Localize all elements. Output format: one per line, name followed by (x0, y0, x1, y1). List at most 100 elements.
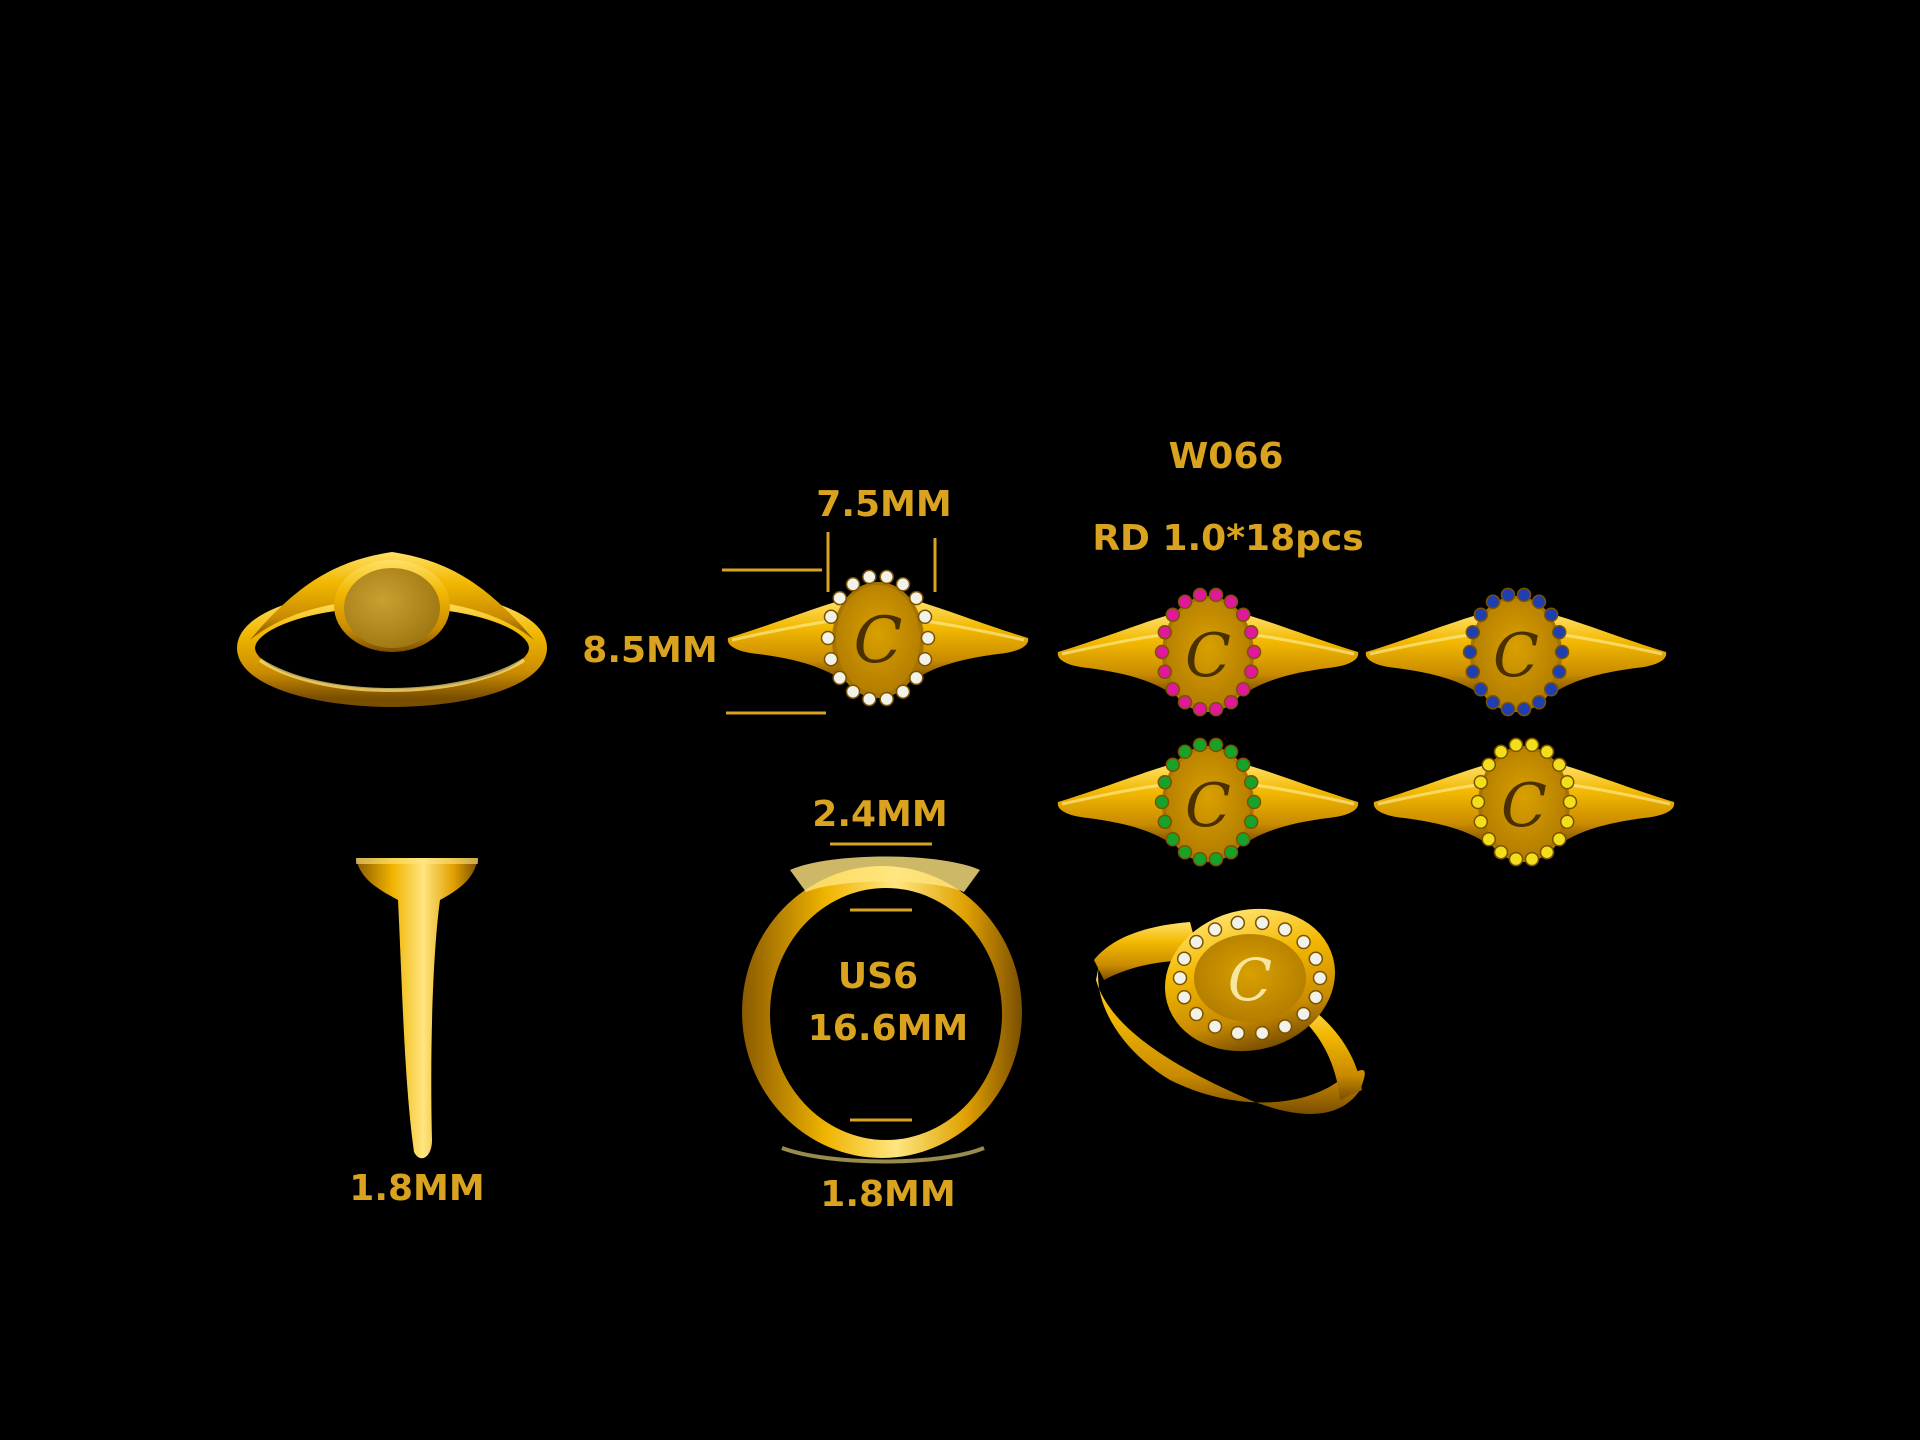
stone (1207, 1019, 1223, 1034)
stone (1154, 644, 1170, 660)
stone (1516, 587, 1532, 603)
stone (1465, 664, 1481, 680)
stone (1177, 694, 1193, 710)
stone (1207, 922, 1223, 937)
engraved-initial: C (1493, 621, 1539, 691)
stone (1165, 757, 1181, 772)
stone (845, 577, 861, 592)
ring-side-profile (356, 858, 478, 1159)
stone (1223, 594, 1239, 610)
stone (1308, 989, 1324, 1005)
stone (1473, 774, 1489, 790)
stone (1539, 744, 1555, 760)
stone (823, 651, 839, 667)
stone (879, 691, 894, 707)
stone (1551, 664, 1567, 680)
stone (1493, 744, 1509, 760)
stone (1177, 594, 1193, 610)
ring-size-label: US6 (838, 956, 918, 997)
stone (1235, 607, 1251, 622)
stone (917, 609, 933, 625)
engraved-initial: C (854, 604, 903, 678)
stone (1277, 922, 1293, 937)
top-height-label: 8.5MM (582, 630, 717, 671)
stone (1165, 832, 1181, 847)
stone (1243, 814, 1259, 830)
stone (1481, 832, 1497, 847)
stone (909, 590, 924, 606)
stone (1516, 701, 1532, 717)
stone (1192, 701, 1208, 717)
dimension-lines-circle (830, 842, 932, 1122)
ring-front-view-diamond: C (726, 569, 1030, 707)
stone (1165, 682, 1181, 697)
stone (920, 630, 936, 646)
stone (1192, 737, 1208, 753)
product-code: W066 (1169, 436, 1284, 477)
stone (1246, 794, 1262, 810)
engraved-initial: C (1228, 946, 1272, 1014)
stone (1254, 1025, 1270, 1041)
stone (1473, 607, 1489, 622)
stone (1500, 701, 1516, 717)
stone (1562, 794, 1578, 810)
stone (1551, 832, 1567, 847)
stone (1189, 1006, 1204, 1022)
engraved-initial: C (1185, 771, 1231, 841)
stone (1176, 989, 1192, 1005)
stone (1172, 970, 1188, 986)
stone (1524, 851, 1540, 867)
stone-halo (1154, 587, 1262, 717)
stone (1254, 915, 1270, 931)
ring-variant-sapphire: C (1364, 587, 1668, 717)
stone (1235, 757, 1251, 772)
stone-halo (1172, 915, 1328, 1041)
ring-variant-citrine: C (1372, 737, 1676, 867)
stone (1157, 814, 1173, 830)
stone (1551, 624, 1567, 640)
stone (1470, 794, 1486, 810)
stone (879, 569, 894, 585)
shank-top-label: 2.4MM (812, 794, 947, 835)
stone (1485, 694, 1501, 710)
stone (1208, 851, 1224, 867)
stone (845, 684, 861, 699)
top-width-label: 7.5MM (816, 484, 951, 525)
stone (1462, 644, 1478, 660)
stone (1493, 844, 1509, 860)
stone (1177, 744, 1193, 760)
stone (1277, 1019, 1293, 1034)
stone (1208, 737, 1224, 753)
stone (1539, 844, 1555, 860)
stone (1296, 1006, 1311, 1022)
stone (1308, 951, 1324, 967)
stone (1508, 737, 1524, 753)
stone (1508, 851, 1524, 867)
ring-perspective-view (237, 552, 547, 707)
stone (1235, 682, 1251, 697)
stone (1208, 701, 1224, 717)
stone (1531, 694, 1547, 710)
stone (895, 684, 911, 699)
stone (1157, 664, 1173, 680)
stone (1230, 1025, 1246, 1041)
stone (1543, 682, 1559, 697)
stone (1531, 594, 1547, 610)
shank-bottom-label: 1.8MM (820, 1174, 955, 1215)
stone (1192, 851, 1208, 867)
stone (1177, 844, 1193, 860)
stone (917, 651, 933, 667)
stone (1176, 951, 1192, 967)
stone (1192, 587, 1208, 603)
stone (909, 670, 924, 686)
stone (823, 609, 839, 625)
stone (1208, 587, 1224, 603)
stone (1465, 624, 1481, 640)
stone (1230, 915, 1246, 931)
engraved-initial: C (1185, 621, 1231, 691)
stone (1485, 594, 1501, 610)
inner-diameter-label: 16.6MM (808, 1008, 968, 1049)
stone (1165, 607, 1181, 622)
side-thickness-label: 1.8MM (349, 1168, 484, 1209)
